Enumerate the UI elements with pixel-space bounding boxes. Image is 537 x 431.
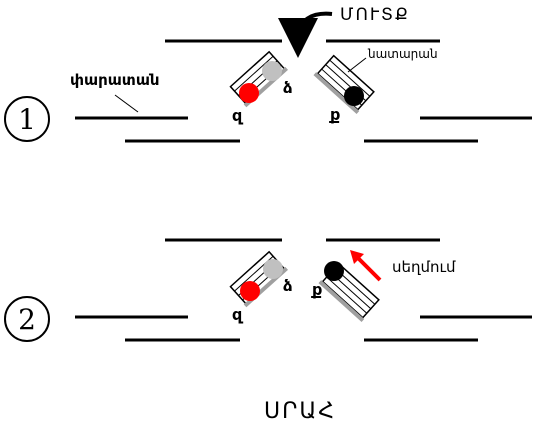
side-c-label-2: ք (311, 280, 322, 299)
entry-arrow (278, 11, 333, 58)
push-arrow-shaft (356, 256, 382, 282)
chain-label: նատարան (367, 47, 438, 61)
step-1: 1 փարատան ՄՈՒՏՔ ձ զ (4, 5, 532, 143)
wire-label-pointer (114, 94, 139, 113)
caption: ՍՐԱՀ (264, 399, 336, 424)
side-a-label-1: ձ (283, 78, 293, 97)
black-ball-2 (324, 261, 344, 281)
red-ball-1 (239, 83, 259, 103)
step-1-number: 1 (18, 103, 36, 136)
push-label: սեղմում (392, 258, 456, 276)
side-c-label-1: ք (329, 105, 340, 124)
left-slider-1 (229, 50, 289, 108)
wire-label: փարատան (70, 71, 160, 89)
chain-label-pointer (347, 57, 367, 73)
step-2: 2 ձ զ ք սեղմում (4, 238, 532, 342)
black-ball-1 (344, 86, 364, 106)
side-b-label-2: զ (232, 305, 244, 324)
step-2-number: 2 (18, 303, 36, 336)
side-b-label-1: զ (232, 106, 244, 125)
push-arrow-head (350, 250, 364, 264)
red-ball-2 (240, 281, 260, 301)
left-slider-2 (229, 250, 289, 308)
right-slider-1 (313, 54, 375, 114)
gray-ball-2 (263, 259, 283, 279)
gray-ball-1 (262, 61, 282, 81)
side-a-label-2: ձ (283, 276, 293, 295)
entry-label: ՄՈՒՏՔ (340, 5, 410, 25)
step-2-circle (4, 296, 50, 342)
step-1-circle (4, 96, 50, 142)
